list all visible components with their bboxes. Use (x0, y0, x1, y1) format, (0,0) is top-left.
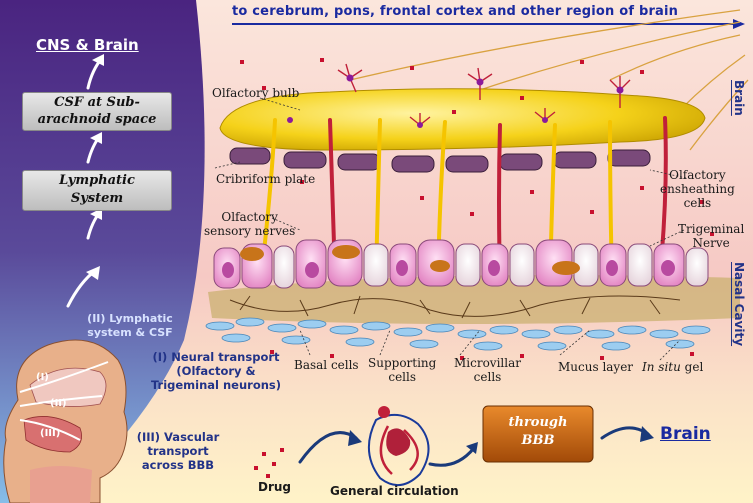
bbb-box (482, 405, 594, 463)
head-marker-iii: (III) (40, 428, 61, 439)
ensheathing-cells-label: Olfactory ensheathing cells (660, 168, 735, 210)
in-situ-gel-label: In situ gel (642, 360, 703, 374)
olfactory-bulb-label: Olfactory bulb (212, 86, 300, 100)
final-brain-label: Brain (660, 424, 711, 444)
route-neural-line-1: (I) Neural transport (152, 350, 280, 364)
trigeminal-nerve-label: Trigeminal Nerve (678, 222, 744, 250)
drug-particles (240, 58, 714, 478)
bbb-line-2: BBB (521, 433, 555, 448)
lymphatic-line-2: System (70, 191, 124, 206)
route-neural-line-2: (Olfactory & (176, 364, 256, 378)
bbb-text: through BBB (483, 414, 593, 450)
epithelial-cells (213, 239, 709, 289)
route-vascular-label: (III) Vascular transport across BBB (126, 430, 230, 472)
bottom-arrowheads (348, 426, 654, 454)
olfactory-sensory-nerves-label: Olfactory sensory nerves (204, 210, 295, 238)
route-vascular-line-1: (III) Vascular (136, 430, 220, 444)
microvillar-line-1: Microvillar (454, 356, 521, 370)
mucus-layer-label: Mucus layer (558, 360, 634, 374)
gel-italic: In situ (642, 360, 681, 374)
bulb-neurons (337, 63, 631, 126)
head-silhouette (3, 339, 128, 503)
lymphatic-line-1: Lymphatic (59, 173, 135, 188)
header-arrowhead (733, 19, 745, 29)
sensory-line-1: Olfactory (221, 210, 278, 224)
bulb-neuron-somas (287, 74, 624, 128)
nasal-cavity-vertical-label: Nasal Cavity (732, 262, 746, 347)
supporting-line-1: Supporting (368, 356, 437, 370)
brain-vertical-label: Brain (732, 80, 746, 116)
ensheathing-line-1: Olfactory (669, 168, 726, 182)
sensory-line-2: sensory nerves (204, 224, 296, 238)
route-vascular-line-3: across BBB (141, 458, 215, 472)
route-lymphatic-line-1: (II) Lymphatic (87, 312, 173, 325)
head-marker-i: (I) (36, 372, 49, 383)
bbb-line-1: through (508, 415, 568, 430)
cribriform-plate (229, 147, 651, 173)
drug-label: Drug (258, 480, 292, 494)
ensheathing-line-2: ensheathing (660, 182, 735, 196)
cns-brain-label: CNS & Brain (36, 36, 139, 54)
mucus-gel-layer (205, 317, 711, 351)
cribriform-plate-label: Cribriform plate (216, 172, 316, 186)
ensheathing-line-3: cells (683, 196, 712, 210)
left-arrowheads (86, 54, 104, 280)
trigeminal-line-1: Trigeminal (678, 222, 745, 236)
epithelium-band (208, 275, 740, 324)
microvillar-line-2: cells (473, 370, 502, 384)
basal-cells-label: Basal cells (294, 358, 359, 372)
supporting-cells-label: Supporting cells (368, 356, 436, 384)
csf-box: CSF at Sub- arachnoid space (22, 92, 172, 131)
general-circulation-label: General circulation (330, 484, 459, 498)
route-neural-label: (I) Neural transport (Olfactory & Trigem… (146, 350, 286, 392)
csf-line-2: arachnoid space (37, 112, 157, 127)
route-vascular-line-2: transport (147, 444, 209, 458)
trigeminal-branches (229, 295, 681, 319)
trigeminal-line-2: Nerve (692, 236, 730, 250)
label-pointers (214, 97, 687, 361)
head-marker-ii: (II) (50, 398, 67, 409)
csf-line-1: CSF at Sub- (54, 95, 140, 110)
cell-nuclei (222, 245, 675, 278)
route-neural-line-3: Trigeminal neurons) (150, 378, 282, 392)
gel-rest: gel (680, 360, 704, 374)
lymphatic-box: Lymphatic System (22, 170, 172, 211)
microvillar-cells-label: Microvillar cells (454, 356, 521, 384)
header-text: to cerebrum, pons, frontal cortex and ot… (232, 4, 679, 19)
supporting-line-2: cells (388, 370, 416, 384)
route-lymphatic-label: (II) Lymphatic system & CSF (70, 312, 190, 340)
olfactory-bulb (219, 88, 706, 151)
circulation-illustration (367, 406, 430, 486)
route-lymphatic-line-2: system & CSF (87, 326, 173, 339)
